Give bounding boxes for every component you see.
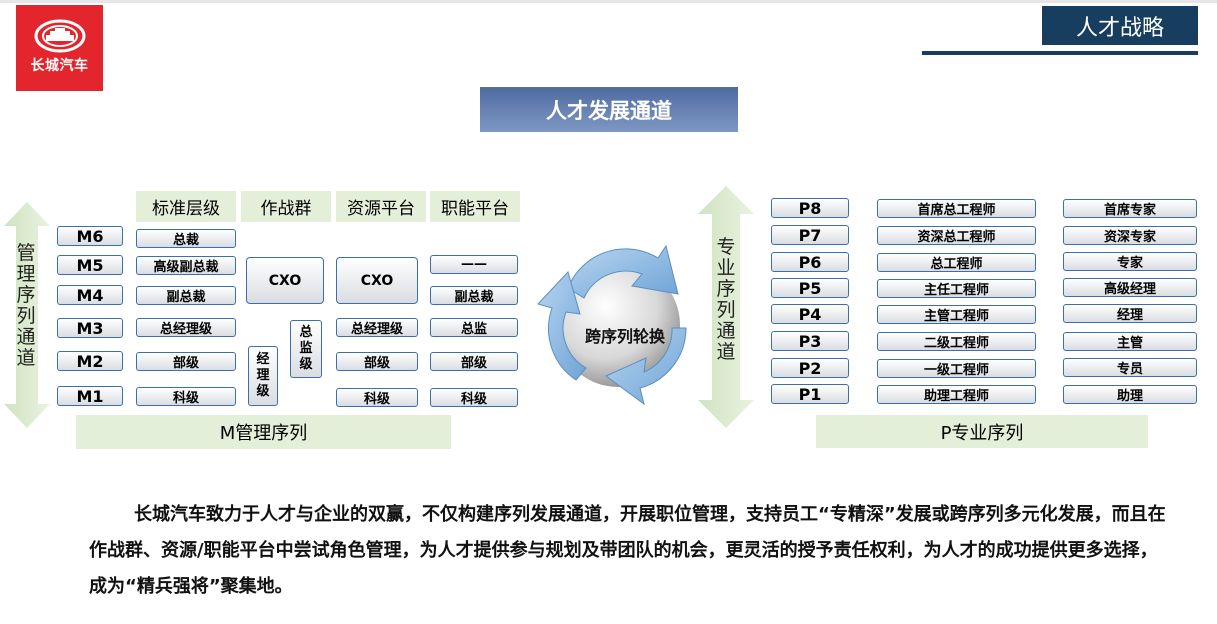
level-p5: P5 — [771, 278, 849, 298]
page-title: 人才发展通道 — [480, 87, 738, 132]
management-double-arrow-icon — [4, 202, 50, 428]
level-p7: P7 — [771, 225, 849, 245]
expert-title-box: 经理 — [1063, 304, 1197, 323]
level-m2: M2 — [57, 351, 123, 371]
standard-level-box: 总经理级 — [136, 318, 236, 337]
rotation-cycle-icon — [537, 244, 687, 406]
engineer-title-box: 资深总工程师 — [877, 226, 1036, 245]
column-header-combat: 作战群 — [241, 191, 331, 222]
standard-level-box: 高级副总裁 — [136, 256, 236, 275]
level-p4: P4 — [771, 304, 849, 324]
function-level-box: 副总裁 — [430, 286, 518, 305]
function-level-box: 部级 — [430, 352, 518, 371]
management-sequence-footer: M管理序列 — [76, 415, 451, 449]
standard-level-box: 总裁 — [136, 229, 236, 248]
engineer-title-box: 总工程师 — [877, 253, 1036, 272]
engineer-title-box: 一级工程师 — [877, 359, 1036, 378]
column-header-function: 职能平台 — [430, 191, 520, 222]
management-channel-label: 管理序列通道 — [16, 242, 36, 369]
function-level-box: 总监 — [430, 318, 518, 337]
expert-title-box: 专家 — [1063, 252, 1197, 271]
level-m4: M4 — [57, 285, 123, 305]
professional-sequence-footer: P专业序列 — [816, 415, 1148, 448]
engineer-title-box: 主任工程师 — [877, 279, 1036, 298]
resource-level-box: 部级 — [336, 352, 418, 371]
level-p6: P6 — [771, 252, 849, 272]
level-p3: P3 — [771, 331, 849, 351]
standard-level-box: 部级 — [136, 352, 236, 371]
expert-title-box: 助理 — [1063, 385, 1197, 404]
function-level-box: 科级 — [430, 388, 518, 407]
expert-title-box: 资深专家 — [1063, 226, 1197, 245]
professional-channel-label: 专业序列通道 — [716, 236, 736, 363]
combat-cxo-box: CXO — [246, 257, 324, 304]
combat-director-box: 总监级 — [290, 320, 322, 378]
engineer-title-box: 主管工程师 — [877, 305, 1036, 324]
great-wall-emblem-icon — [34, 19, 85, 53]
function-level-box: —— — [430, 255, 518, 274]
column-header-resource: 资源平台 — [336, 191, 426, 222]
section-title: 人才战略 — [1042, 6, 1198, 45]
professional-double-arrow-icon — [698, 186, 754, 428]
expert-title-box: 首席专家 — [1063, 199, 1197, 218]
level-m1: M1 — [57, 386, 123, 406]
rotation-label: 跨序列轮换 — [584, 327, 665, 346]
header-underline — [922, 51, 1198, 55]
description-paragraph: 长城汽车致力于人才与企业的双赢，不仅构建序列发展通道，开展职位管理，支持员工“专… — [89, 504, 1166, 597]
expert-title-box: 高级经理 — [1063, 278, 1197, 297]
engineer-title-box: 二级工程师 — [877, 332, 1036, 351]
resource-cxo-box: CXO — [336, 257, 418, 304]
engineer-title-box: 首席总工程师 — [877, 199, 1036, 218]
expert-title-box: 专员 — [1063, 358, 1197, 377]
level-p2: P2 — [771, 358, 849, 378]
standard-level-box: 副总裁 — [136, 286, 236, 305]
level-m3: M3 — [57, 318, 123, 338]
resource-level-box: 科级 — [336, 388, 418, 407]
level-m5: M5 — [57, 255, 123, 275]
engineer-title-box: 助理工程师 — [877, 385, 1036, 404]
level-m6: M6 — [57, 226, 123, 246]
top-divider — [0, 0, 1217, 3]
column-header-standard: 标准层级 — [136, 191, 236, 222]
level-p8: P8 — [771, 198, 849, 218]
brand-logo: 长城汽车 — [16, 5, 103, 91]
level-p1: P1 — [771, 384, 849, 404]
expert-title-box: 主管 — [1063, 332, 1197, 351]
resource-level-box: 总经理级 — [336, 318, 418, 337]
standard-level-box: 科级 — [136, 387, 236, 406]
combat-manager-box: 经理级 — [248, 346, 278, 406]
brand-logo-text: 长城汽车 — [30, 58, 89, 74]
